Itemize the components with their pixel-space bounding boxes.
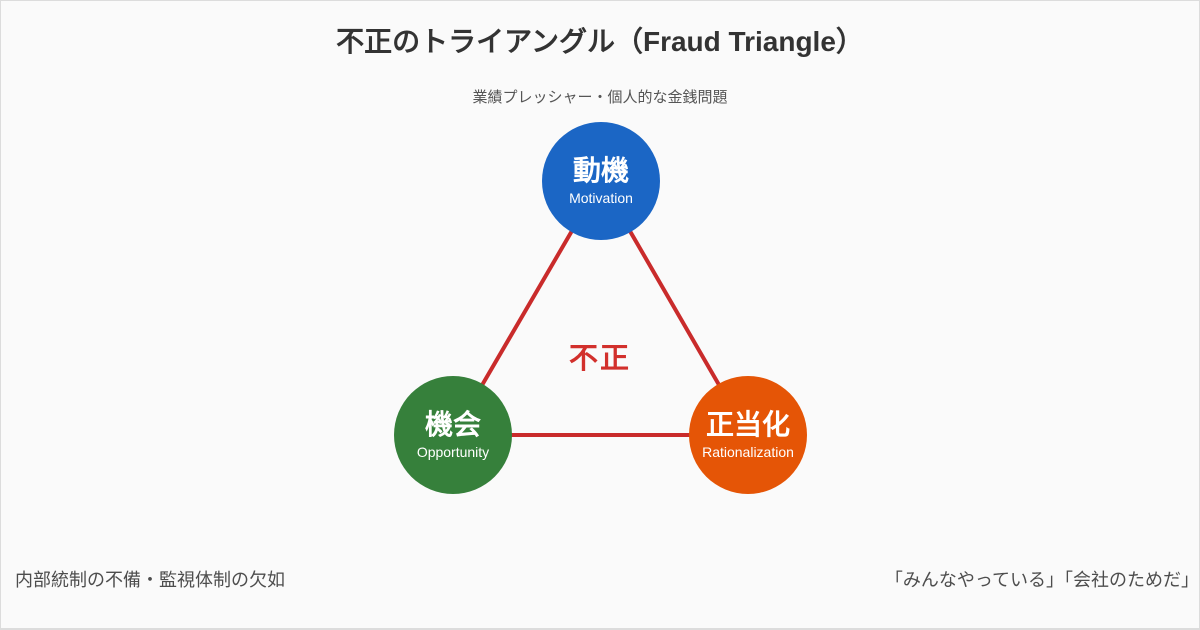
node-label-ja: 動機 (572, 154, 629, 186)
node-motivation: 動機 Motivation (542, 122, 660, 240)
diagram-title: 不正のトライアングル（Fraud Triangle） (336, 26, 864, 57)
node-label-ja: 機会 (424, 408, 481, 440)
node-label-en: Motivation (569, 190, 633, 207)
rationalization-note: 「みんなやっている」「会社のためだ」 (884, 570, 1199, 590)
node-label-ja: 正当化 (705, 408, 790, 440)
center-label: 不正 (568, 343, 631, 375)
motivation-note: 業績プレッシャー・個人的な金銭問題 (472, 89, 728, 106)
node-rationalization: 正当化 Rationalization (689, 376, 807, 494)
opportunity-note: 内部統制の不備・監視体制の欠如 (15, 570, 285, 590)
node-opportunity: 機会 Opportunity (394, 376, 512, 494)
node-label-en: Opportunity (416, 444, 490, 461)
node-label-en: Rationalization (702, 444, 794, 461)
